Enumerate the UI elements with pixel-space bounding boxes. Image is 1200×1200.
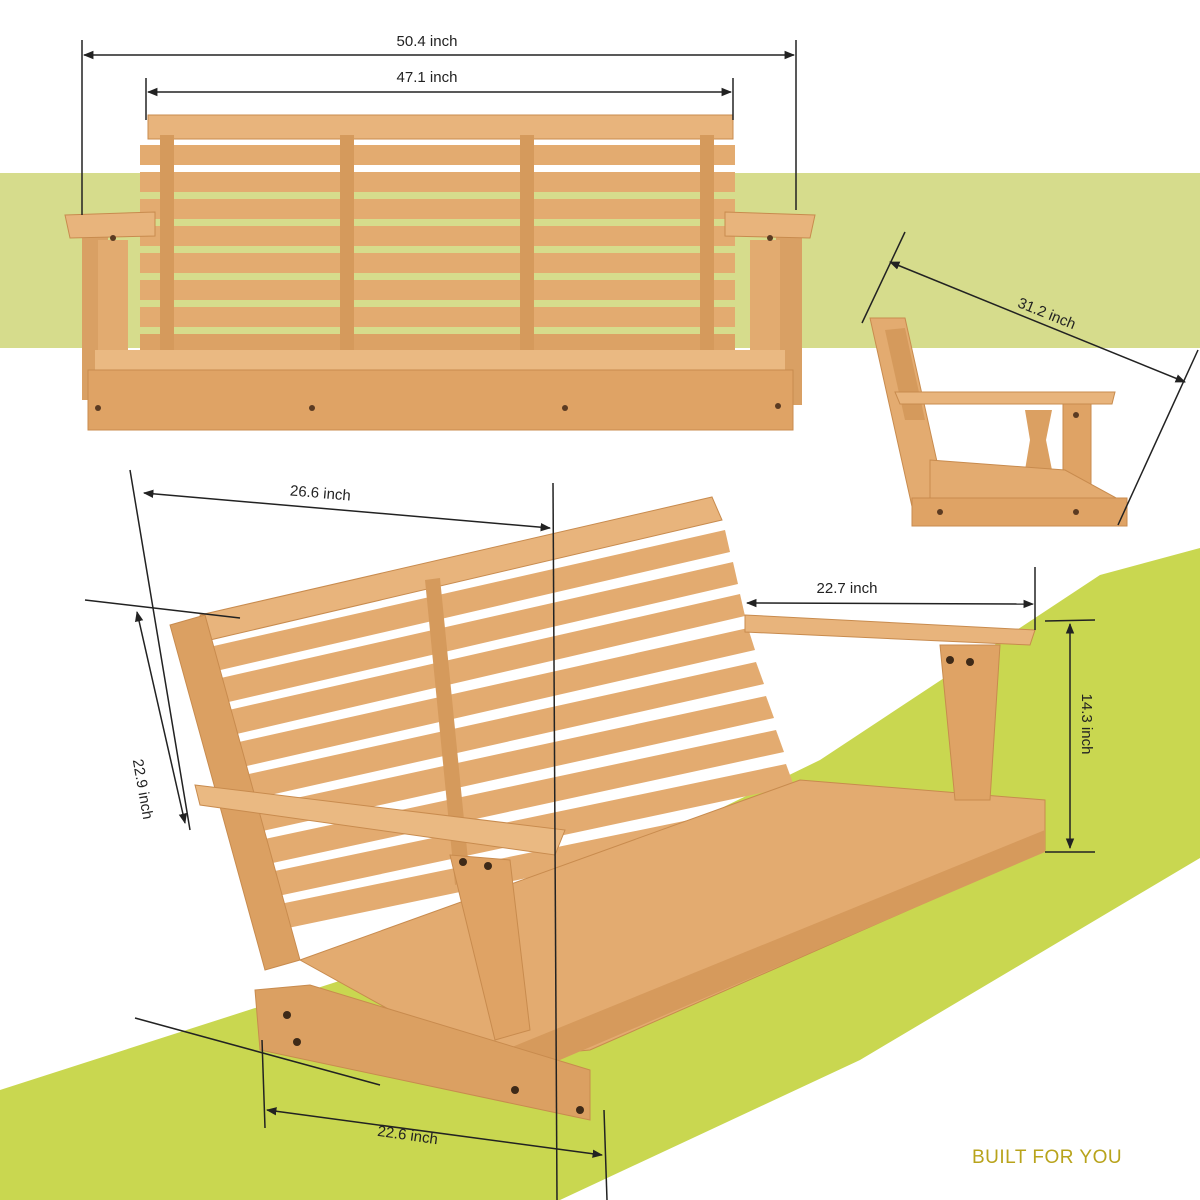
backrest-width-label: 47.1 inch bbox=[397, 69, 458, 86]
front-view-swing bbox=[64, 114, 816, 431]
backrest-height-line bbox=[142, 489, 552, 532]
front-dimension-lines bbox=[81, 40, 797, 215]
overall-height-label: 22.9 inch bbox=[129, 758, 156, 821]
overall-width-label: 50.4 inch bbox=[397, 33, 458, 50]
overall-height-line bbox=[135, 610, 187, 825]
backrest-height-label: 26.6 inch bbox=[289, 482, 351, 504]
perspective-view-swing bbox=[169, 496, 1046, 1121]
side-view-swing bbox=[869, 317, 1128, 527]
side-dimension-line bbox=[861, 231, 1199, 526]
perspective-dimension-lines bbox=[84, 469, 1096, 1200]
armrest-length-label: 22.7 inch bbox=[817, 580, 878, 597]
tagline: BUILT FOR YOU bbox=[972, 1147, 1123, 1168]
armrest-length-line bbox=[745, 598, 1035, 609]
seat-depth-line bbox=[265, 1107, 604, 1158]
armrest-height-label: 14.3 inch bbox=[1078, 694, 1095, 755]
